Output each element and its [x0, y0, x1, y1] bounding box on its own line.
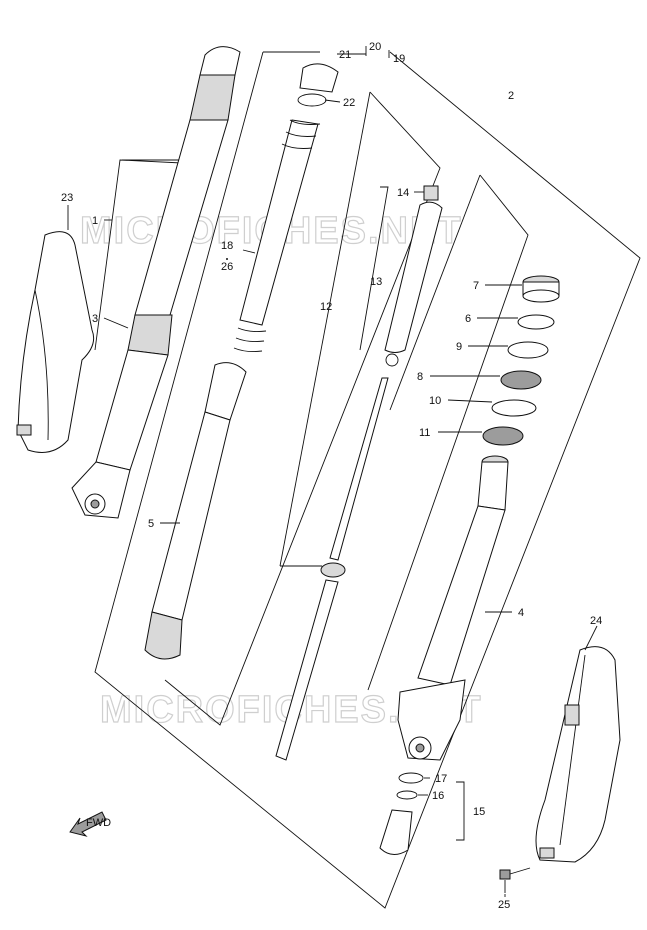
fork-guard-24 — [535, 646, 621, 863]
assembly-frames — [94, 51, 641, 909]
callout-2: 2 — [508, 90, 514, 102]
callout-18-26-dot — [226, 258, 228, 260]
callout-6: 6 — [465, 313, 471, 325]
callout-11: 11 — [419, 427, 430, 439]
callout-15: 15 — [473, 806, 485, 818]
callout-10: 10 — [429, 395, 441, 407]
fwd-direction-arrow: FWD — [69, 811, 111, 837]
callout-1: 1 — [92, 215, 98, 227]
callout-4: 4 — [518, 607, 524, 619]
inner-tube-5 — [144, 362, 247, 660]
callout-23: 23 — [61, 192, 73, 204]
callout-21: 21 — [339, 49, 351, 61]
svg-text:FWD: FWD — [86, 817, 111, 829]
callout-22: 22 — [343, 97, 355, 109]
callout-24: 24 — [590, 615, 602, 627]
fork-guard-23 — [16, 231, 95, 453]
inner-tube-4 — [397, 455, 509, 761]
base-valve-15 — [379, 772, 424, 855]
callout-14: 14 — [397, 187, 409, 199]
callout-16: 16 — [432, 790, 444, 802]
spring-assembly-18 — [233, 63, 339, 353]
callout-5: 5 — [148, 518, 154, 530]
callout-8: 8 — [417, 371, 423, 383]
callout-20: 20 — [369, 41, 381, 53]
callout-26: 26 — [221, 261, 233, 273]
callout-19: 19 — [393, 53, 405, 65]
bolt-25 — [499, 867, 531, 893]
damper-cartridge-13 — [275, 185, 443, 761]
callout-25: 25 — [498, 899, 510, 911]
callout-17: 17 — [435, 773, 447, 785]
callout-18: 18 — [221, 240, 233, 252]
callout-12: 12 — [320, 301, 332, 313]
seal-stack — [482, 275, 560, 446]
outer-tube-1 — [71, 46, 241, 519]
callout-7: 7 — [473, 280, 479, 292]
callout-3: 3 — [92, 313, 98, 325]
callout-9: 9 — [456, 341, 462, 353]
leader-lines — [67, 46, 598, 897]
callout-13: 13 — [370, 276, 382, 288]
callout-labels: 1 2 3 4 5 6 7 8 9 10 11 12 13 14 15 16 1… — [61, 41, 602, 911]
